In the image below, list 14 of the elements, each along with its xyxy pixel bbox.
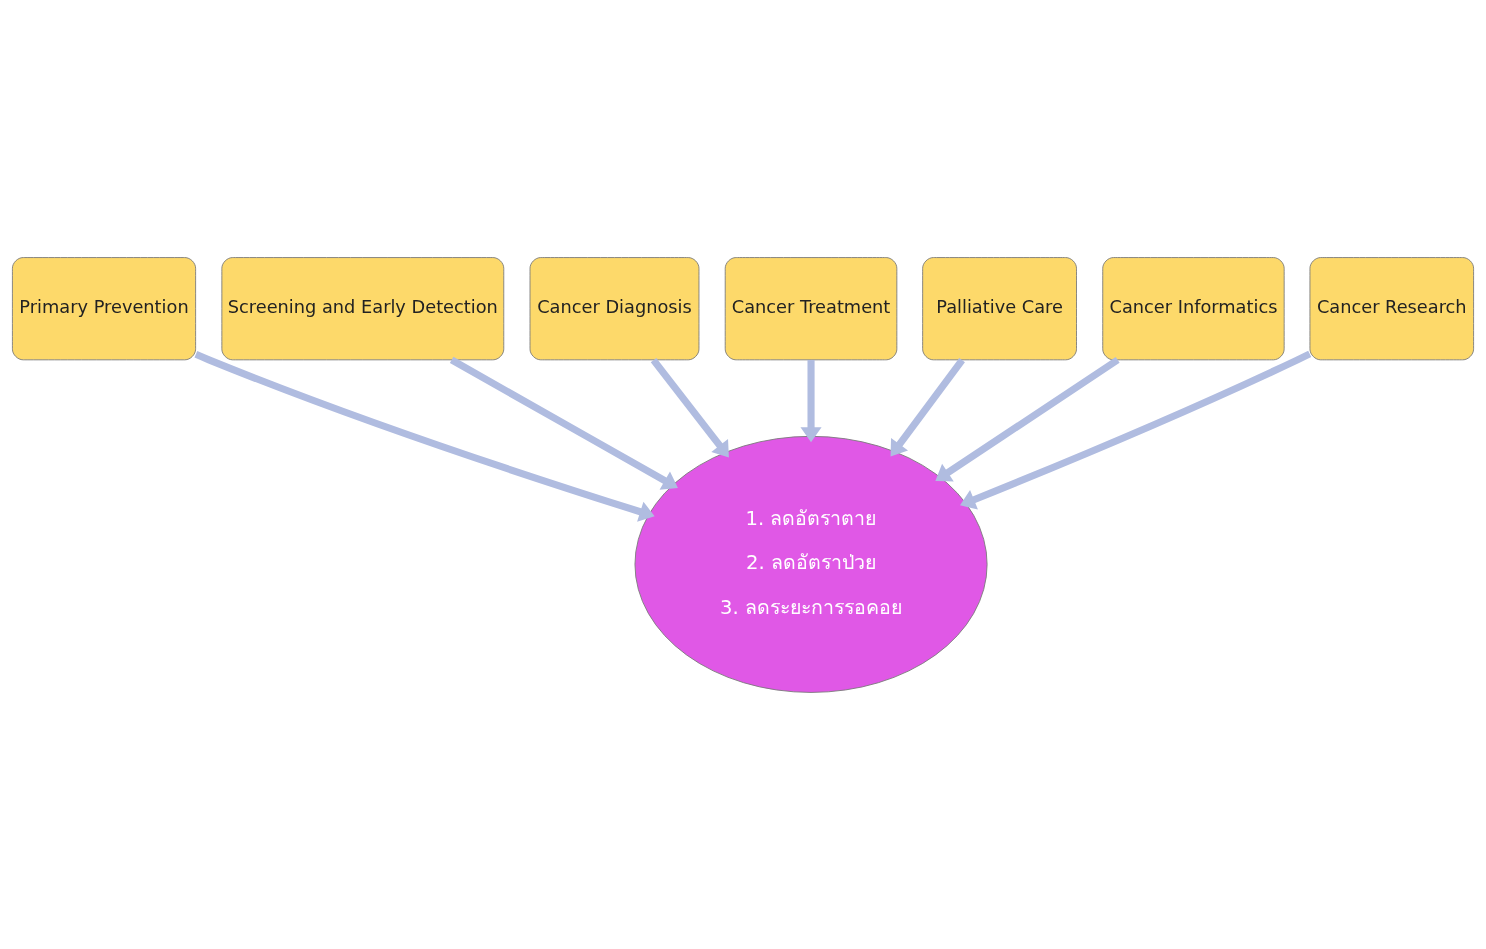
node-box: Palliative Care: [922, 256, 1077, 360]
arrow: [800, 359, 822, 442]
node-box: Cancer Treatment: [724, 256, 898, 360]
node-box: Screening and Early Detection: [221, 256, 505, 360]
arrow: [960, 350, 1312, 509]
arrow: [449, 356, 678, 490]
arrow: [935, 356, 1120, 481]
arrow: [890, 357, 965, 456]
node-box: Cancer Informatics: [1102, 256, 1285, 360]
node-box: Cancer Research: [1309, 256, 1475, 360]
node-box: Primary Prevention: [11, 256, 197, 360]
node-box: Cancer Diagnosis: [529, 256, 700, 360]
arrow: [650, 357, 729, 457]
arrow: [194, 350, 655, 522]
